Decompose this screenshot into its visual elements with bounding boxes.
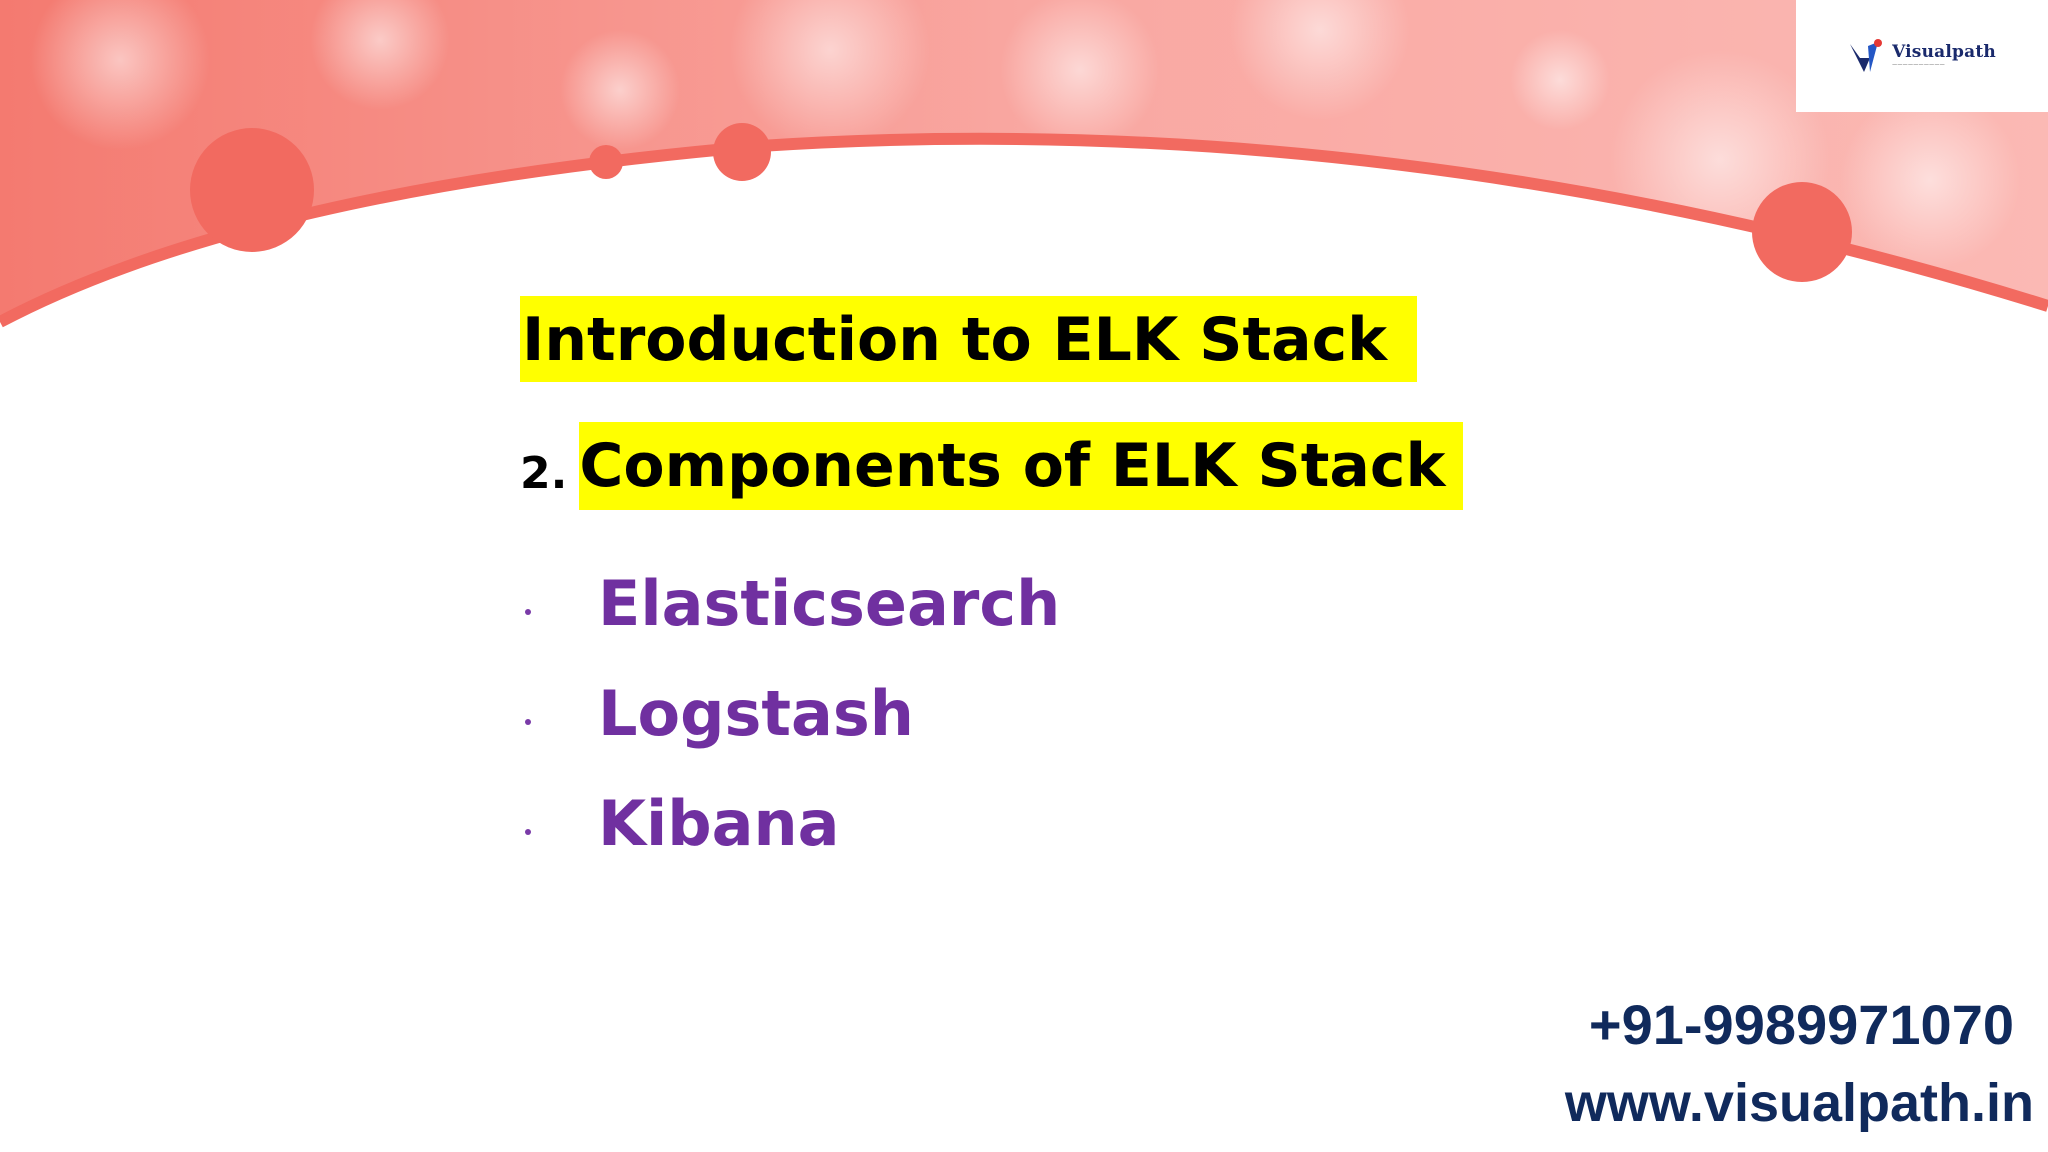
decorative-banner <box>0 0 2048 328</box>
slide-title: Introduction to ELK Stack <box>520 296 1418 382</box>
visualpath-logo: Visualpath —————————— <box>1848 38 1996 74</box>
website-url: www.visualpath.in <box>1564 1073 2034 1133</box>
list-item: Kibana <box>520 768 1620 878</box>
component-label: Logstash <box>598 676 914 750</box>
section-heading-row: 2. Components of ELK Stack <box>520 422 1620 510</box>
component-label: Kibana <box>598 786 840 860</box>
logo-tagline: —————————— <box>1892 62 1946 68</box>
component-label: Elasticsearch <box>598 566 1061 640</box>
section-title: Components of ELK Stack <box>579 422 1464 510</box>
slide-content: Introduction to ELK Stack 2. Components … <box>520 296 1620 894</box>
bullet-icon <box>525 609 531 615</box>
logo-wordmark: Visualpath <box>1892 42 1996 62</box>
bullet-icon <box>525 829 531 835</box>
list-item: Elasticsearch <box>520 548 1620 658</box>
logo-box: Visualpath —————————— <box>1796 0 2048 112</box>
slide-title-row: Introduction to ELK Stack <box>520 296 1620 382</box>
section-number: 2. <box>520 447 568 499</box>
list-item: Logstash <box>520 658 1620 768</box>
contact-info: +91-9989971070 www.visualpath.in <box>1565 990 2034 1136</box>
phone-number: +91-9989971070 <box>1588 993 2014 1056</box>
components-list: Elasticsearch Logstash Kibana <box>520 548 1620 878</box>
visualpath-logo-icon <box>1850 39 1883 72</box>
bullet-icon <box>525 719 531 725</box>
